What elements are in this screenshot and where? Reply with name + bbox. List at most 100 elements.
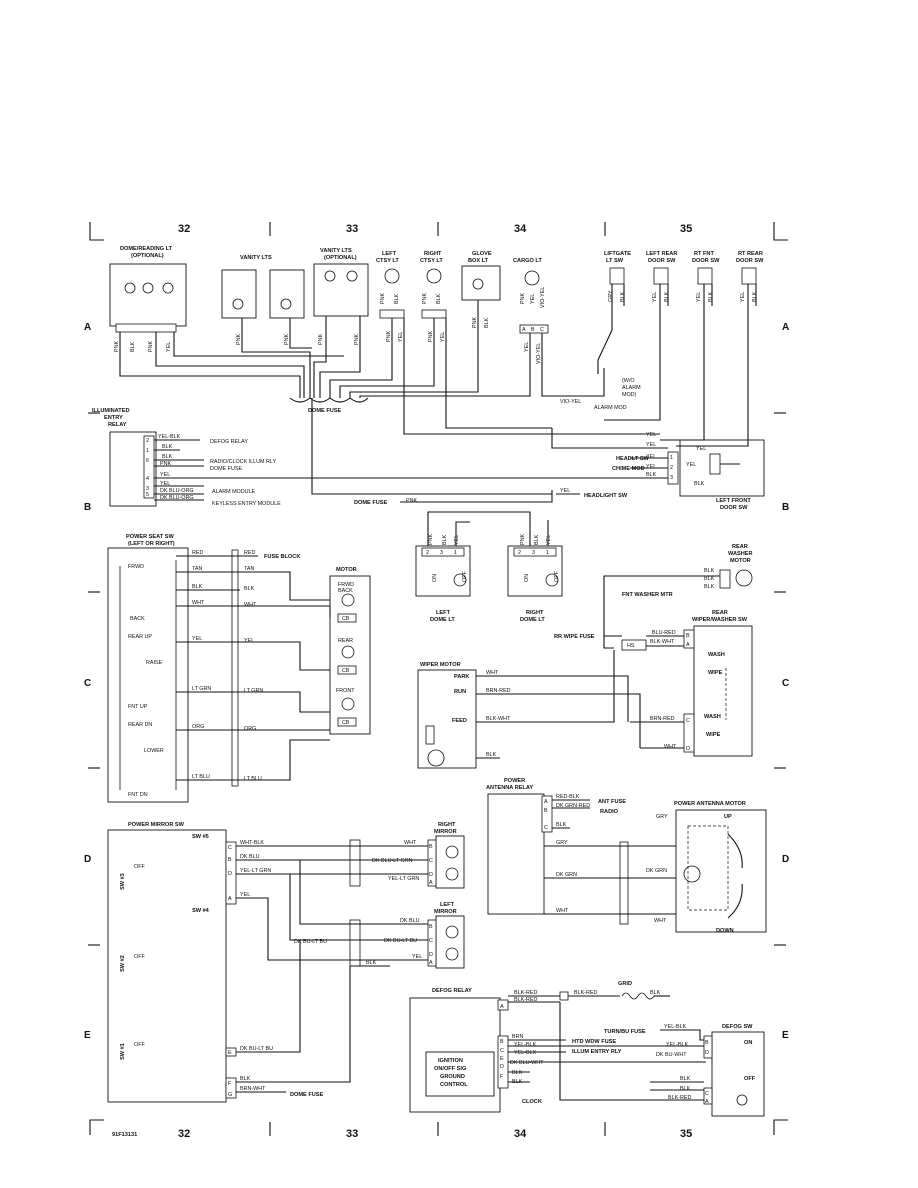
svg-text:OFF: OFF <box>134 1042 145 1048</box>
wiper-motor: WIPER MOTOR PARK RUN FEED WHT BRN-RED BL… <box>417 650 641 769</box>
svg-text:LEFT: LEFT <box>382 251 397 257</box>
vanity-opt-title: VANITY LTS <box>320 248 352 254</box>
svg-text:SW #5: SW #5 <box>192 834 209 840</box>
svg-text:D: D <box>429 952 433 958</box>
svg-text:OFF: OFF <box>554 571 560 582</box>
svg-text:CB: CB <box>342 616 350 622</box>
svg-text:DOME FUSE: DOME FUSE <box>210 466 242 472</box>
svg-text:BLK: BLK <box>192 584 203 590</box>
svg-text:REAR: REAR <box>338 638 353 644</box>
col-label-35: 35 <box>680 223 692 235</box>
svg-text:BLK-RED: BLK-RED <box>514 997 537 1003</box>
row-label-b-right: B <box>782 502 789 513</box>
svg-text:LOWER: LOWER <box>144 748 164 754</box>
svg-text:WHT: WHT <box>486 670 499 676</box>
svg-text:RUN: RUN <box>454 689 466 695</box>
svg-text:MOTOR: MOTOR <box>730 558 751 564</box>
svg-text:SW #1: SW #1 <box>120 1043 126 1060</box>
svg-text:DK BU-LT BU: DK BU-LT BU <box>384 938 417 944</box>
defog-relay: DEFOG RELAY IGNITION ON/OFF SIG GROUND C… <box>409 981 706 1113</box>
svg-text:BLK: BLK <box>162 444 173 450</box>
svg-text:WIPER MOTOR: WIPER MOTOR <box>420 662 461 668</box>
svg-text:LT GRN: LT GRN <box>244 688 263 694</box>
svg-text:BLK: BLK <box>512 1070 523 1076</box>
svg-text:RELAY: RELAY <box>108 422 127 428</box>
svg-text:BLK: BLK <box>130 341 136 352</box>
svg-text:RIGHT: RIGHT <box>424 251 442 257</box>
svg-text:ANT FUSE: ANT FUSE <box>598 799 626 805</box>
svg-text:KEYLESS ENTRY MODULE: KEYLESS ENTRY MODULE <box>212 501 281 507</box>
svg-text:HTD WDW FUSE: HTD WDW FUSE <box>572 1039 616 1045</box>
svg-text:YEL: YEL <box>546 535 552 545</box>
svg-text:DOME FUSE: DOME FUSE <box>290 1092 324 1098</box>
svg-text:MIRROR: MIRROR <box>434 909 457 915</box>
svg-text:B: B <box>686 633 690 639</box>
right-mirror: RIGHT MIRROR B C D A <box>427 822 465 889</box>
svg-text:CHIME MOD: CHIME MOD <box>612 466 645 472</box>
svg-text:OFF: OFF <box>744 1076 756 1082</box>
svg-text:DOOR SW: DOOR SW <box>736 258 764 264</box>
rear-washer-motor: REAR WASHER MOTOR BLK BLK BLK FNT WASHER… <box>603 544 753 649</box>
svg-text:SW #3: SW #3 <box>120 873 126 890</box>
left-ctsy-lt: LEFT CTSY LT PNK BLK PNK YEL <box>376 251 405 342</box>
svg-text:BLK: BLK <box>650 990 661 996</box>
svg-text:BLK: BLK <box>704 584 715 590</box>
svg-text:PNK: PNK <box>386 331 392 342</box>
svg-text:F: F <box>500 1074 504 1080</box>
svg-text:ON: ON <box>524 574 530 582</box>
svg-text:C: C <box>544 825 548 831</box>
svg-text:ORG: ORG <box>192 724 204 730</box>
svg-text:BLK-WHT: BLK-WHT <box>486 716 511 722</box>
svg-text:HEADLT SW: HEADLT SW <box>616 456 650 462</box>
svg-text:ALARM MODULE: ALARM MODULE <box>212 489 256 495</box>
svg-text:E: E <box>500 1056 504 1062</box>
svg-text:ALARM: ALARM <box>622 385 641 391</box>
svg-text:HS: HS <box>627 643 635 649</box>
svg-text:3: 3 <box>146 486 149 492</box>
svg-text:DOME LT: DOME LT <box>520 617 545 623</box>
svg-text:WASH: WASH <box>704 714 721 720</box>
svg-text:ORG: ORG <box>244 726 256 732</box>
svg-text:BLK: BLK <box>442 534 448 545</box>
svg-text:POWER SEAT SW: POWER SEAT SW <box>126 534 174 540</box>
svg-text:PNK: PNK <box>422 293 428 304</box>
svg-text:YEL: YEL <box>166 342 172 352</box>
svg-text:C: C <box>705 1091 709 1097</box>
svg-text:2: 2 <box>670 465 673 471</box>
svg-text:BRN: BRN <box>512 1034 523 1040</box>
svg-text:REAR: REAR <box>732 544 748 550</box>
svg-text:FNT UP: FNT UP <box>128 704 148 710</box>
svg-text:YEL: YEL <box>740 292 746 302</box>
svg-text:1: 1 <box>670 455 673 461</box>
figure-id: 91F13131 <box>112 1132 137 1138</box>
svg-text:GRY: GRY <box>608 290 614 302</box>
svg-text:CLOCK: CLOCK <box>522 1099 542 1105</box>
svg-text:RT FNT: RT FNT <box>694 251 714 257</box>
svg-text:(W/O: (W/O <box>622 378 635 384</box>
svg-text:WHT: WHT <box>192 600 205 606</box>
svg-text:A: A <box>705 1099 709 1105</box>
row-label-e-left: E <box>84 1030 91 1041</box>
svg-text:BLK: BLK <box>680 1086 691 1092</box>
svg-text:BLK: BLK <box>694 481 705 487</box>
svg-text:YEL: YEL <box>646 454 656 460</box>
svg-text:C: C <box>429 938 433 944</box>
svg-text:VIO-YEL: VIO-YEL <box>540 287 546 308</box>
svg-text:CONTROL: CONTROL <box>440 1082 468 1088</box>
svg-text:RIGHT: RIGHT <box>438 822 456 828</box>
svg-text:A: A <box>544 799 548 805</box>
vanity-opt-sub: (OPTIONAL) <box>324 255 357 261</box>
svg-text:SW #4: SW #4 <box>192 908 210 914</box>
svg-text:YEL: YEL <box>686 462 696 468</box>
svg-text:D: D <box>228 871 232 877</box>
svg-text:FEED: FEED <box>452 718 467 724</box>
svg-text:BLK: BLK <box>704 576 715 582</box>
svg-text:BACK: BACK <box>130 616 145 622</box>
cargo-lt: CARGO LT PNK YEL VIO-YEL A B C YEL VIO-Y… <box>513 258 549 364</box>
svg-text:ALARM MOD: ALARM MOD <box>594 405 627 411</box>
svg-text:BLK: BLK <box>680 1076 691 1082</box>
row-label-c-left: C <box>84 678 91 689</box>
svg-text:DK GRN: DK GRN <box>646 868 667 874</box>
svg-text:BLK-WHT: BLK-WHT <box>650 639 675 645</box>
